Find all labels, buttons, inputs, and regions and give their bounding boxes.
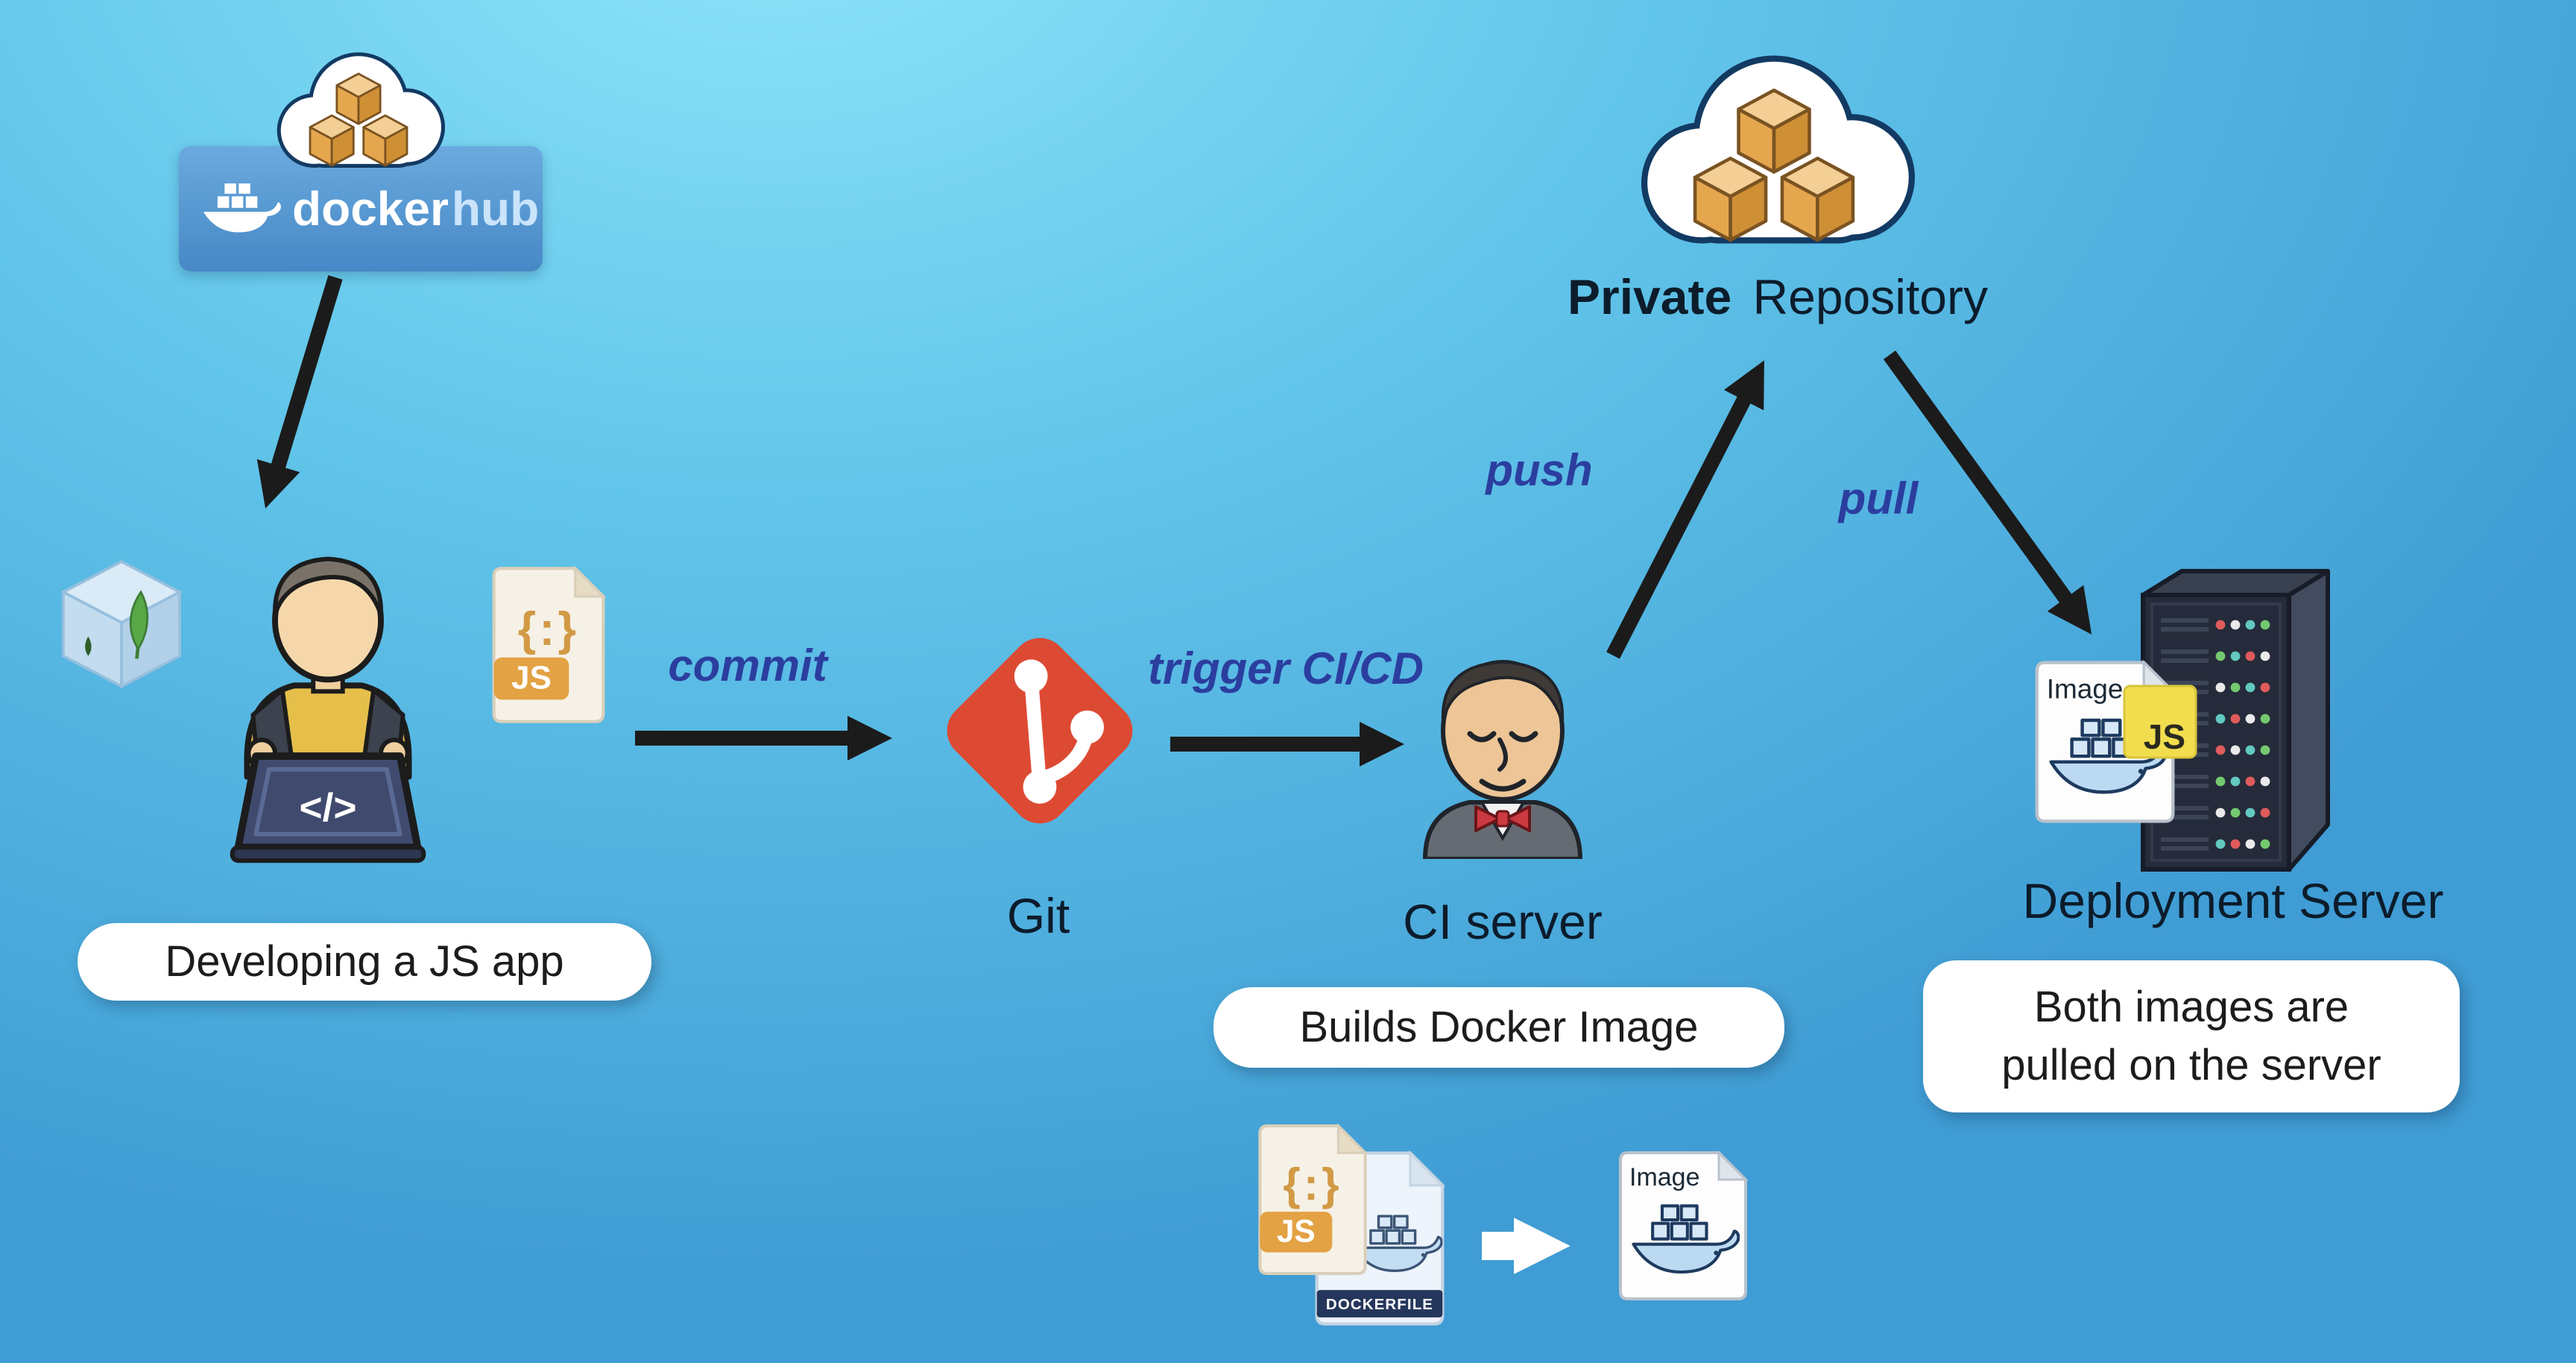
deployment-caption-line2: pulled on the server xyxy=(2001,1041,2381,1089)
edge-label-push: push xyxy=(1486,445,1593,495)
mongodb-cube-icon xyxy=(60,560,183,689)
js-file-icon-bottom xyxy=(1252,1121,1373,1278)
ci-caption-pill: Builds Docker Image xyxy=(1213,987,1784,1068)
arrow-push xyxy=(1606,360,1764,659)
deployment-server-label: Deployment Server xyxy=(2022,873,2444,928)
js-logo-icon xyxy=(2123,684,2197,759)
developer-caption-pill: Developing a JS app xyxy=(78,923,651,1001)
dockerhub-cloud-icon xyxy=(262,40,455,199)
developer-icon: </> xyxy=(230,556,426,863)
arrow-dockerhub-to-developer xyxy=(256,275,343,509)
ci-caption-text: Builds Docker Image xyxy=(1299,1002,1699,1051)
private-repo-label: Private Repository xyxy=(1517,268,2039,325)
dockerhub-brand-bold: docker xyxy=(292,182,449,236)
edge-label-pull: pull xyxy=(1838,473,1919,523)
edge-label-trigger: trigger CI/CD xyxy=(1147,643,1424,693)
deployment-caption-pill: Both images are pulled on the server xyxy=(1923,960,2460,1112)
jenkins-ci-icon xyxy=(1423,660,1582,859)
dockerhub-brand-light: hub xyxy=(451,182,540,236)
git-label: Git xyxy=(1006,888,1070,943)
private-repo-label-rest: Repository xyxy=(1752,269,1988,324)
edge-label-commit: commit xyxy=(668,640,827,690)
image-file-icon-bottom xyxy=(1614,1148,1752,1303)
js-file-icon xyxy=(486,564,611,726)
private-repo-cloud-icon xyxy=(1617,36,1931,295)
developer-caption-text: Developing a JS app xyxy=(165,937,564,986)
laptop-code-glyph: </> xyxy=(299,786,356,830)
ci-server-label: CI server xyxy=(1403,894,1603,949)
deployment-caption-line1: Both images are xyxy=(2033,982,2349,1031)
git-logo-icon xyxy=(947,638,1133,824)
private-repo-label-bold: Private xyxy=(1568,269,1732,324)
